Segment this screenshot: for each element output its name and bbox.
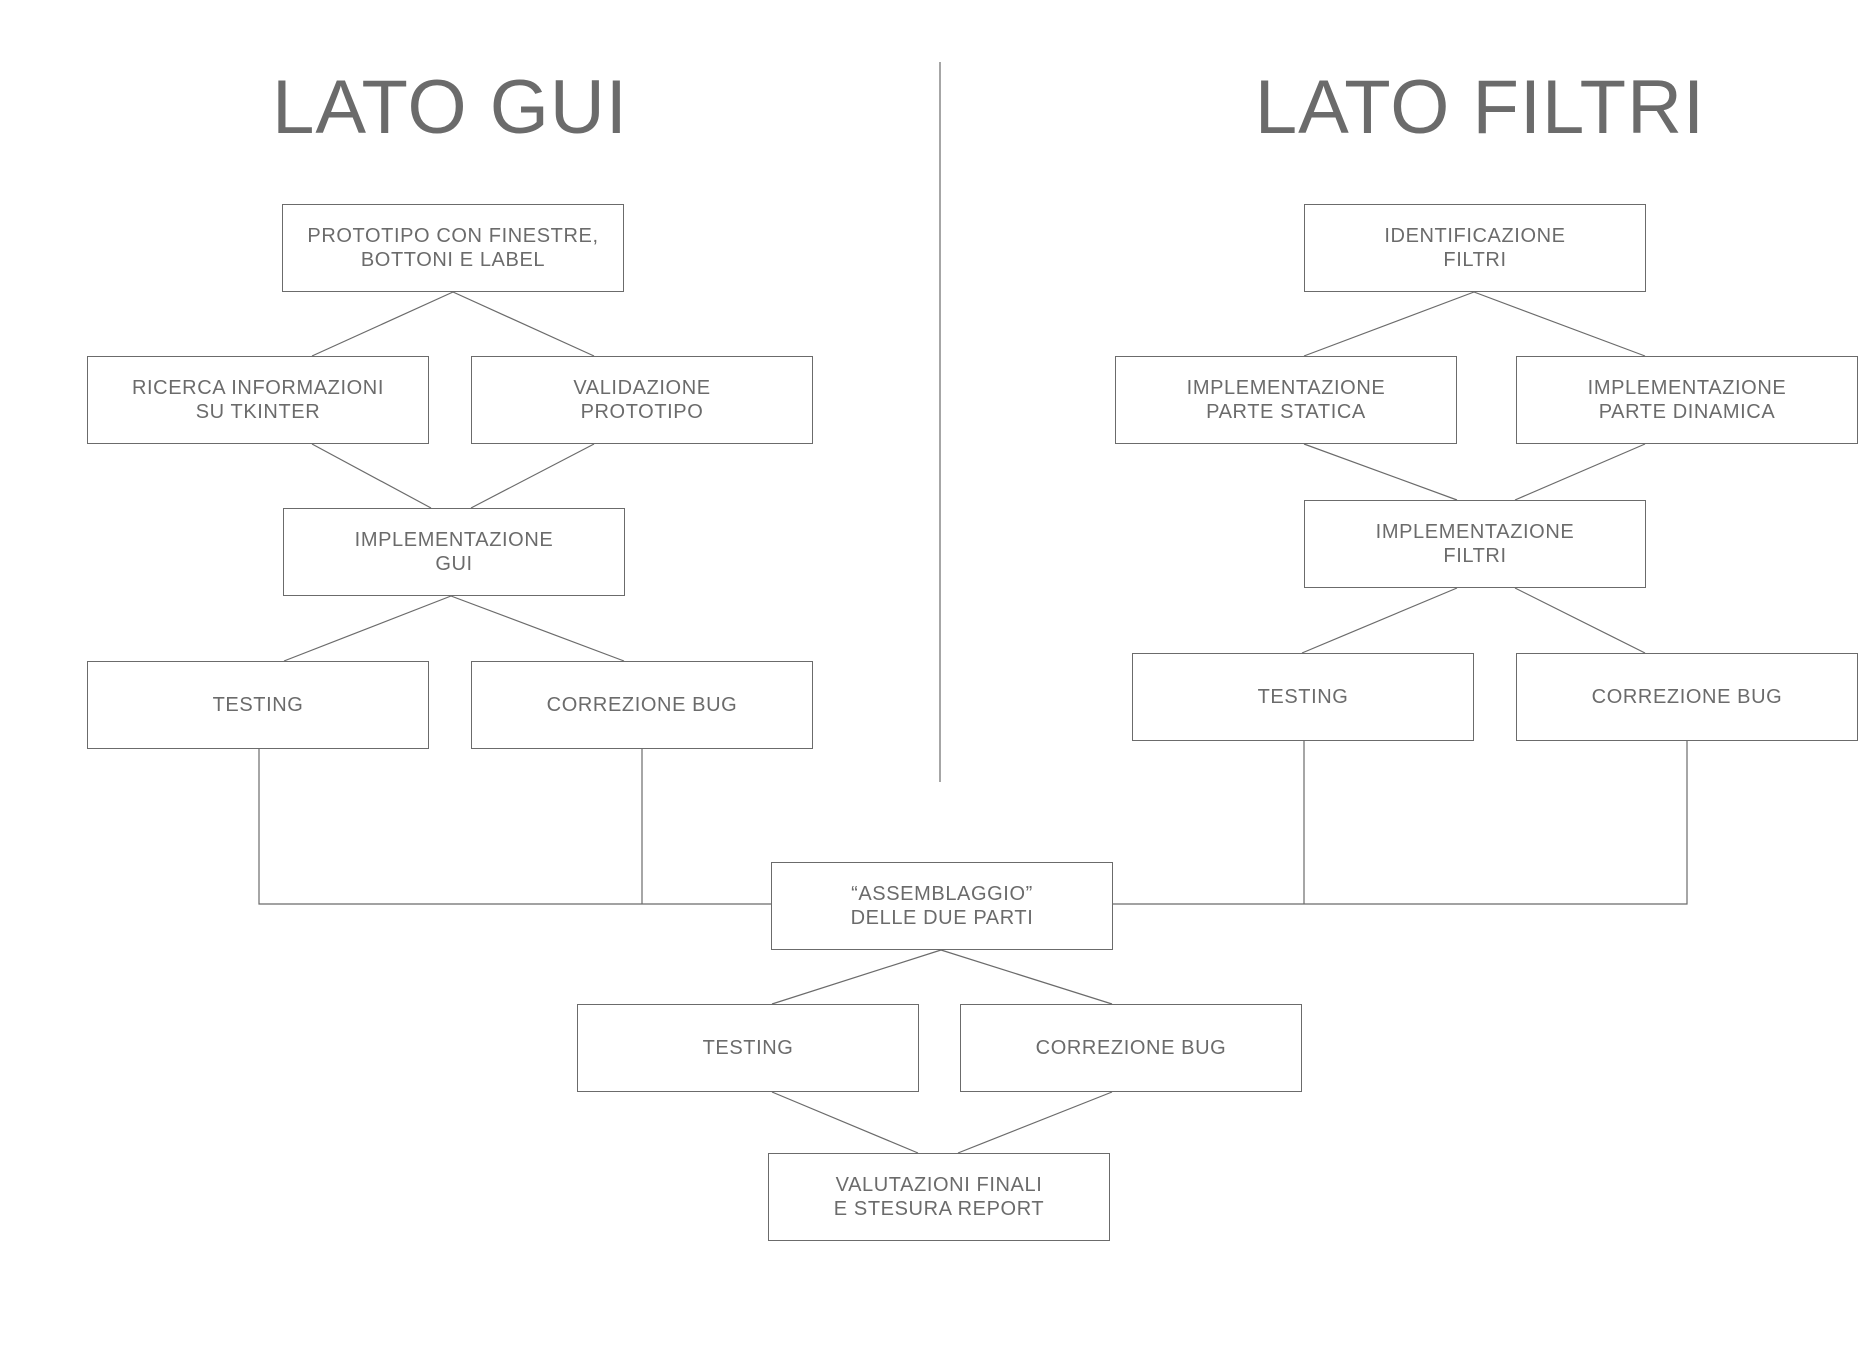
connector-identificazione-dinamica	[1473, 291, 1646, 357]
box-prototipo: PROTOTIPO CON FINESTRE, BOTTONI E LABEL	[282, 204, 624, 292]
box-implementazione-parte-statica: IMPLEMENTAZIONE PARTE STATICA	[1115, 356, 1457, 444]
connector-prototipo-validazione	[452, 291, 595, 357]
connector-implementazione-correzione-filtri	[1514, 587, 1646, 654]
connector-implementazione-testing	[283, 595, 452, 662]
connector-assemblaggio-correzione	[940, 949, 1113, 1005]
connector-assemblaggio-testing	[771, 949, 942, 1005]
connector-implementazione-correzione	[450, 595, 625, 662]
box-correzione-bug-filtri: CORREZIONE BUG	[1516, 653, 1858, 741]
connector-correzione-filtri-assemblaggio	[1112, 741, 1688, 905]
heading-lato-filtri: LATO FILTRI	[1254, 65, 1706, 150]
connector-ricerca-implementazione	[311, 443, 432, 509]
box-testing-finale: TESTING	[577, 1004, 919, 1092]
connector-validazione-implementazione	[470, 443, 595, 509]
connector-dinamica-implementazione	[1514, 443, 1646, 501]
connector-testing-valutazioni	[771, 1091, 919, 1154]
connector-identificazione-statica	[1303, 291, 1475, 357]
connector-implementazione-testing-filtri	[1301, 587, 1458, 654]
connector-prototipo-ricerca	[311, 291, 454, 357]
box-valutazioni-finali: VALUTAZIONI FINALI E STESURA REPORT	[768, 1153, 1110, 1241]
heading-lato-gui: LATO GUI	[272, 65, 628, 150]
box-testing-gui: TESTING	[87, 661, 429, 749]
box-correzione-bug-gui: CORREZIONE BUG	[471, 661, 813, 749]
box-testing-filtri: TESTING	[1132, 653, 1474, 741]
connector-statica-implementazione	[1303, 443, 1458, 501]
box-correzione-bug-finale: CORREZIONE BUG	[960, 1004, 1302, 1092]
box-implementazione-parte-dinamica: IMPLEMENTAZIONE PARTE DINAMICA	[1516, 356, 1858, 444]
connector-correzione-valutazioni	[957, 1091, 1113, 1154]
box-identificazione-filtri: IDENTIFICAZIONE FILTRI	[1304, 204, 1646, 292]
box-ricerca-informazioni: RICERCA INFORMAZIONI SU TKINTER	[87, 356, 429, 444]
box-implementazione-filtri: IMPLEMENTAZIONE FILTRI	[1304, 500, 1646, 588]
box-assemblaggio: “ASSEMBLAGGIO” DELLE DUE PARTI	[771, 862, 1113, 950]
box-implementazione-gui: IMPLEMENTAZIONE GUI	[283, 508, 625, 596]
connector-testing-gui-assemblaggio	[258, 749, 771, 905]
box-validazione-prototipo: VALIDAZIONE PROTOTIPO	[471, 356, 813, 444]
